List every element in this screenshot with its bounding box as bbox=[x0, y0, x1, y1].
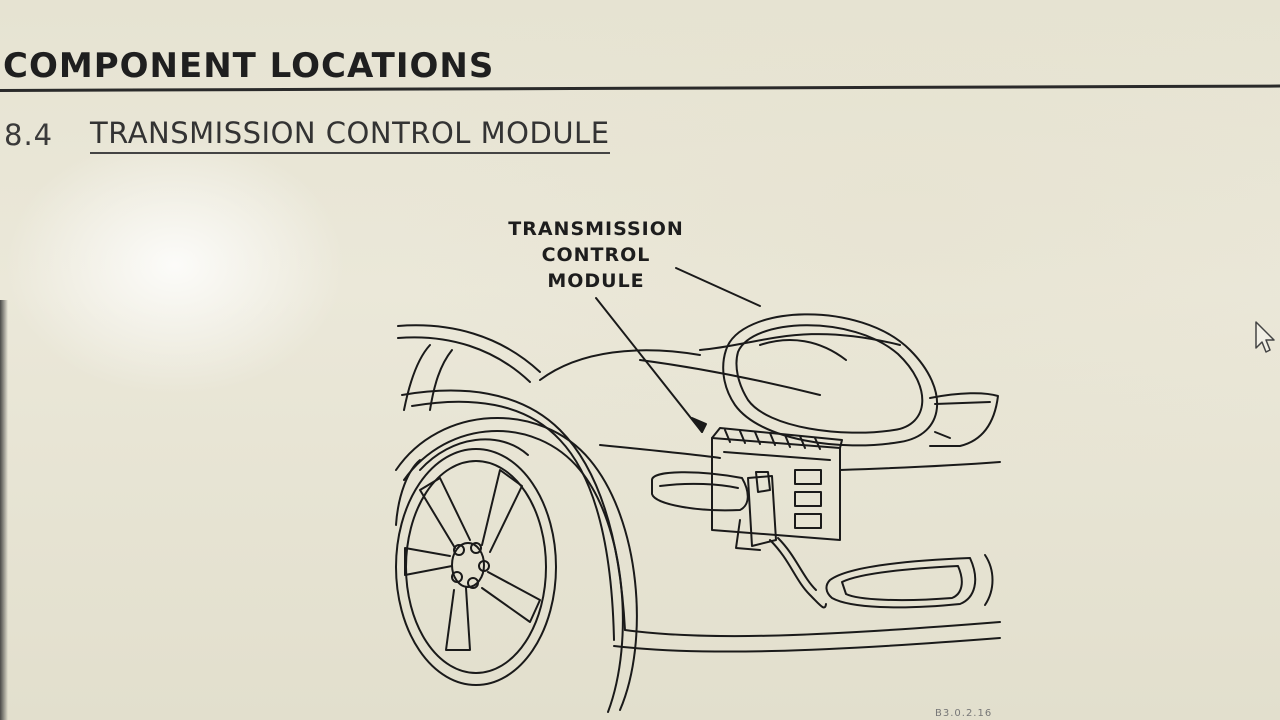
subsection-title: TRANSMISSION CONTROL MODULE bbox=[90, 116, 610, 154]
screen-edge bbox=[0, 300, 8, 720]
air-duct bbox=[651, 471, 749, 512]
tcm-callout-label: TRANSMISSION CONTROL MODULE bbox=[478, 216, 714, 294]
headlamp bbox=[722, 313, 939, 447]
side-lamp bbox=[929, 392, 999, 447]
callout-line-3: MODULE bbox=[547, 270, 645, 292]
section-title: COMPONENT LOCATIONS bbox=[3, 46, 495, 86]
fog-lamp bbox=[825, 554, 994, 609]
callout-line-1: TRANSMISSION bbox=[508, 218, 684, 240]
leader-lines bbox=[595, 267, 761, 433]
transmission-control-module bbox=[711, 427, 843, 609]
callout-line-2: CONTROL bbox=[541, 244, 651, 266]
mouse-pointer-icon bbox=[1255, 321, 1275, 353]
body-contours bbox=[599, 333, 1001, 653]
figure-code: B3.0.2.16 bbox=[935, 708, 993, 719]
subsection-number: 8.4 bbox=[4, 118, 54, 152]
wheel-rim bbox=[395, 448, 557, 686]
front-tire bbox=[395, 416, 638, 713]
